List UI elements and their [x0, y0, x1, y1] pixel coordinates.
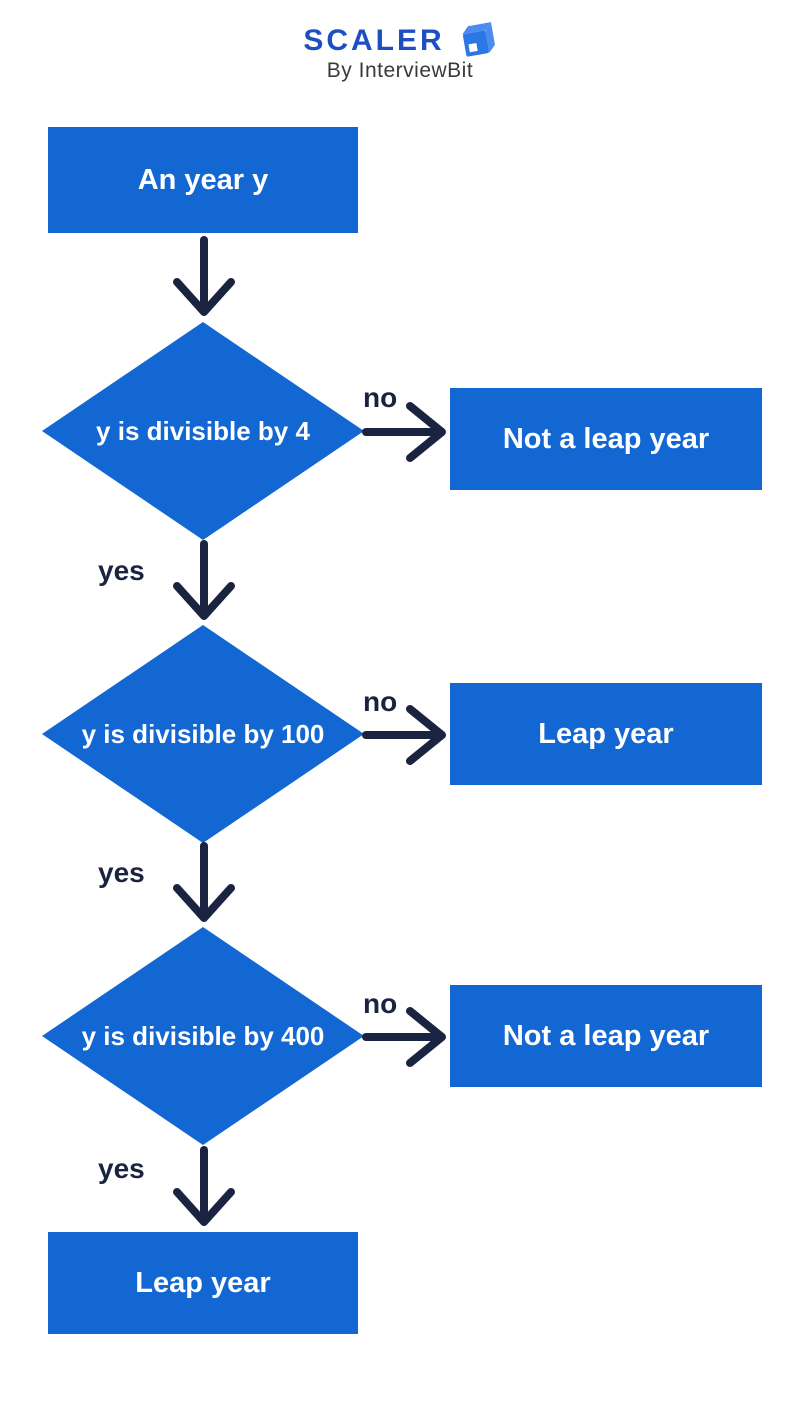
- edge-label-no: no: [363, 382, 398, 413]
- arrow-right-icon: [362, 705, 446, 765]
- edge-label-yes: yes: [98, 1153, 145, 1184]
- scaler-logo: SCALER: [0, 20, 800, 62]
- arrow-right-icon: [362, 402, 446, 462]
- arrow-down-icon: [173, 1146, 235, 1226]
- decision-node-divisible-by-4: y is divisible by 4: [42, 322, 364, 540]
- diamond-shape: [42, 322, 364, 540]
- edge-label-no: no: [363, 988, 398, 1019]
- scaler-cube-icon: [462, 22, 495, 57]
- scaler-wordmark: SCALER: [303, 24, 445, 57]
- diamond-shape: [42, 927, 364, 1145]
- decision-label: y is divisible by 4: [96, 415, 310, 446]
- decision-node-divisible-by-400: y is divisible by 400: [42, 927, 364, 1145]
- arrow-down-icon: [173, 842, 235, 922]
- decision-node-divisible-by-100: y is divisible by 100: [42, 625, 364, 843]
- arrow-down-icon: [173, 236, 235, 316]
- decision-label: y is divisible by 100: [81, 718, 325, 749]
- decision-label: y is divisible by 400: [81, 1020, 325, 1051]
- scaler-byline: By InterviewBit: [326, 59, 474, 82]
- result-node-leap-year-1: Leap year: [450, 683, 762, 785]
- start-node: An year y: [48, 127, 358, 233]
- diamond-shape: [42, 625, 364, 843]
- edge-label-no: no: [363, 686, 398, 717]
- result-node-not-leap-year-1: Not a leap year: [450, 388, 762, 490]
- edge-label-yes: yes: [98, 555, 145, 586]
- edge-label-yes: yes: [98, 857, 145, 888]
- end-node: Leap year: [48, 1232, 358, 1334]
- arrow-down-icon: [173, 540, 235, 620]
- arrow-right-icon: [362, 1007, 446, 1067]
- result-node-not-leap-year-2: Not a leap year: [450, 985, 762, 1087]
